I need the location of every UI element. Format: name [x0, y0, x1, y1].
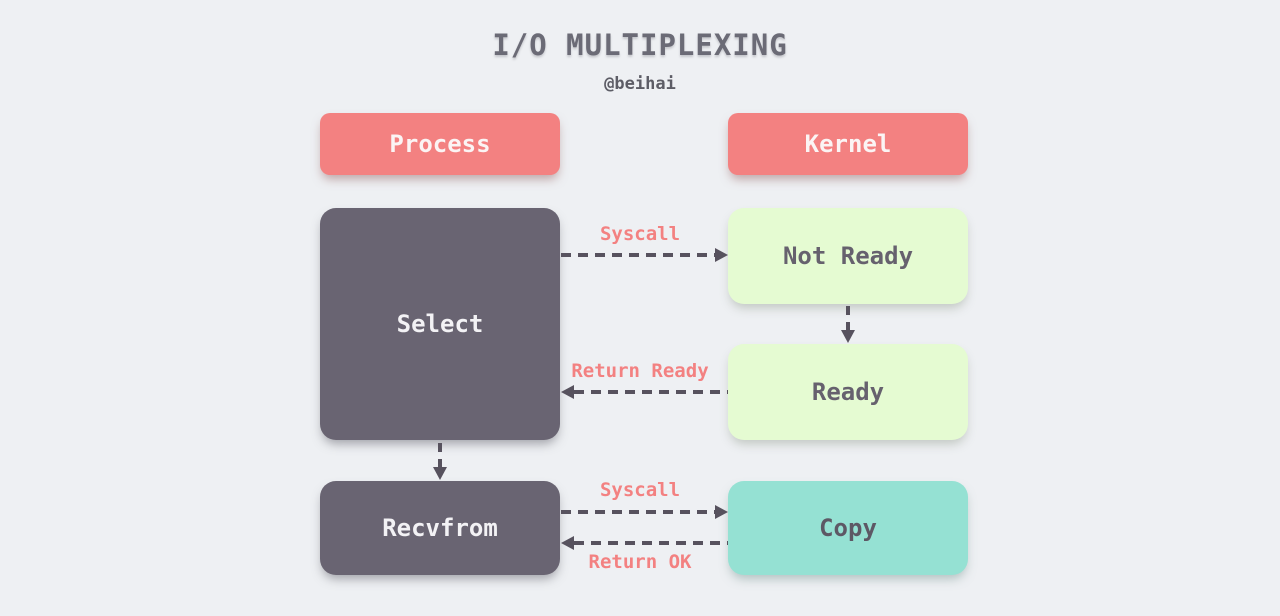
edge-copy-to-recvfrom — [561, 536, 728, 550]
dashed-line — [574, 541, 728, 545]
node-recvfrom: Recvfrom — [320, 481, 560, 575]
arrowhead-left-icon — [561, 385, 574, 399]
edge-select-to-recvfrom — [433, 443, 447, 480]
node-ready: Ready — [728, 344, 968, 440]
node-copy: Copy — [728, 481, 968, 575]
edge-label-syscall-recvfrom: Syscall — [599, 479, 681, 501]
dashed-line — [561, 253, 715, 257]
dashed-line — [574, 390, 728, 394]
node-select-label: Select — [396, 310, 484, 338]
edge-recvfrom-to-copy — [561, 505, 728, 519]
arrowhead-right-icon — [715, 248, 728, 262]
edge-label-return-ok: Return OK — [588, 551, 692, 573]
edge-label-return-ready: Return Ready — [571, 360, 709, 382]
edge-select-to-notready — [561, 248, 728, 262]
node-not-ready: Not Ready — [728, 208, 968, 304]
edge-notready-to-ready — [841, 306, 855, 343]
lane-header-kernel: Kernel — [728, 113, 968, 175]
edge-ready-to-select — [561, 385, 728, 399]
dashed-line — [561, 510, 715, 514]
arrowhead-left-icon — [561, 536, 574, 550]
arrowhead-right-icon — [715, 505, 728, 519]
dashed-line — [846, 306, 850, 330]
lane-header-process-label: Process — [389, 130, 491, 158]
diagram-title: I/O MULTIPLEXING — [492, 28, 788, 62]
diagram-author: @beihai — [604, 74, 676, 94]
lane-header-kernel-label: Kernel — [804, 130, 892, 158]
node-recvfrom-label: Recvfrom — [382, 514, 498, 542]
node-not-ready-label: Not Ready — [782, 242, 914, 270]
arrowhead-down-icon — [841, 330, 855, 343]
node-ready-label: Ready — [811, 378, 885, 406]
lane-header-process: Process — [320, 113, 560, 175]
arrowhead-down-icon — [433, 467, 447, 480]
dashed-line — [438, 443, 442, 467]
node-select: Select — [320, 208, 560, 440]
edge-label-syscall-select: Syscall — [599, 223, 681, 245]
node-copy-label: Copy — [819, 514, 877, 542]
